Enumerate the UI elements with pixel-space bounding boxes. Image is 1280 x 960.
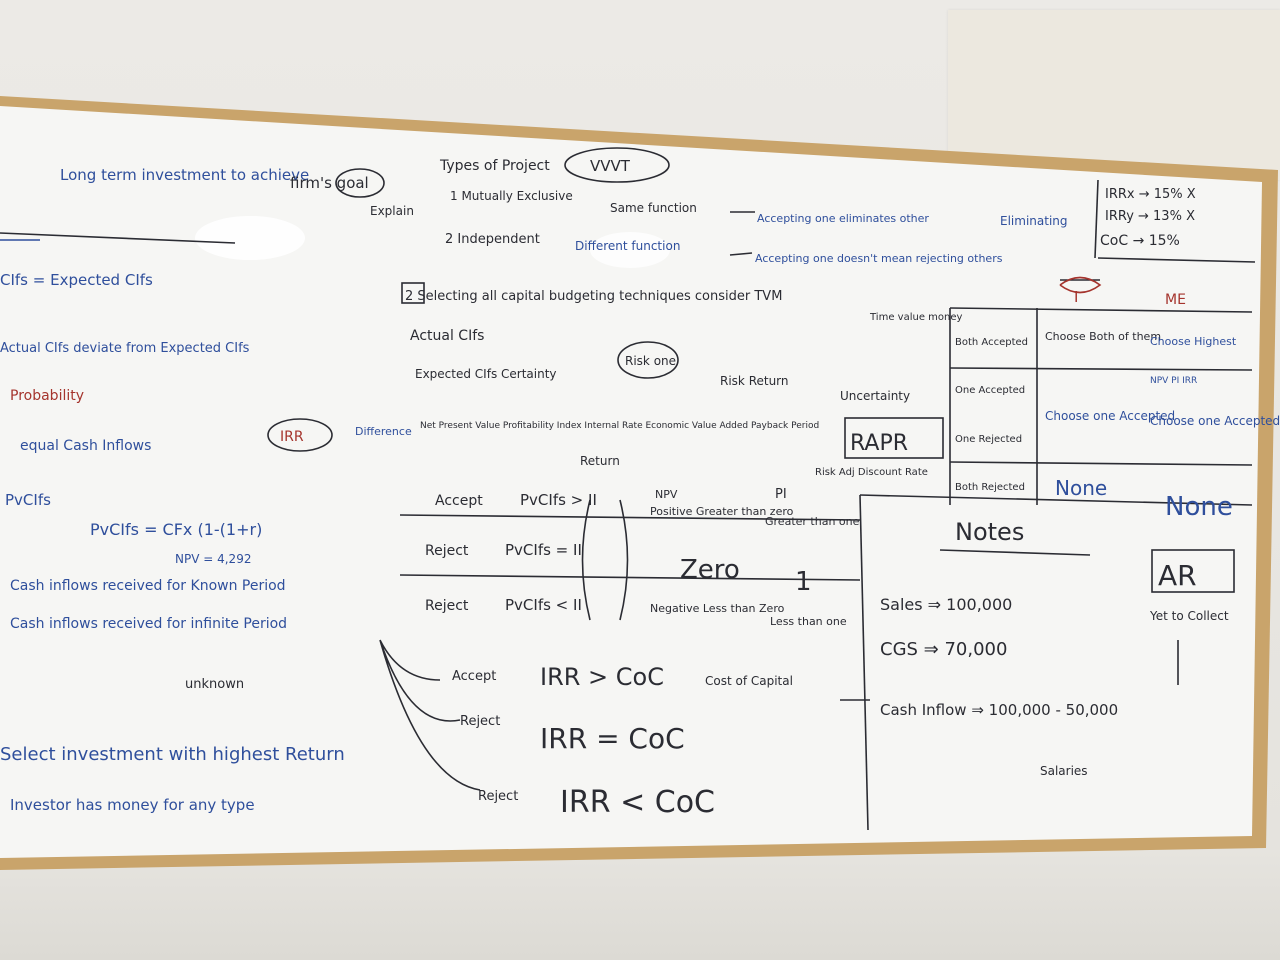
coc-line: CoC → 15% [1100,233,1180,249]
type-2-function: Different function [575,239,680,253]
row-3-label: One Rejected [955,434,1022,445]
left-unknown: unknown [185,677,244,692]
type-2-rule: Accepting one doesn't mean rejecting oth… [755,252,1003,265]
rule-2: PvCIfs = II [505,541,582,559]
wwwt-label: VVVT [590,157,631,175]
rule-1-result: Positive Greater than zero [650,505,794,518]
left-line-9: Cash inflows received for Known Period [10,578,286,594]
type-1-rule: Accepting one eliminates other [757,212,929,225]
pi-head: PI [775,487,787,502]
irr-rule-3-label: Reject [478,789,518,804]
rapr-label: RAPR [850,431,908,456]
salary-label: Salaries [1040,764,1088,778]
ar-label: AR [1158,559,1197,592]
rapr-sub: Risk Adj Discount Rate [815,467,928,478]
col-me-label: ME [1165,292,1186,308]
left-line-6: PvCIfs [5,491,51,509]
left-line-2: CIfs = Expected CIfs [0,271,153,289]
row-4-me: None [1165,492,1233,522]
techniques-list: Net Present Value Profitability Index In… [420,421,819,431]
rule-1: PvCIfs > II [520,491,597,509]
note-cash: Cash Inflow ⇒ 100,000 - 50,000 [880,701,1118,719]
left-line-1b: firm's goal [290,174,369,192]
left-line-10: Cash inflows received for infinite Perio… [10,616,287,632]
note-cgs: CGS ⇒ 70,000 [880,639,1007,660]
npv-pi-irr: NPV PI IRR [1150,376,1197,386]
irr-rule-2: IRR = CoC [540,722,685,755]
return-label: Return [580,454,620,468]
left-line-8: NPV = 4,292 [175,552,251,566]
irr-box-label: IRR [280,429,304,445]
selecting-line: 2 Selecting all capital budgeting techni… [405,289,782,304]
irr-rule-1-label: Accept [452,669,496,684]
row-4-label: Both Rejected [955,482,1025,493]
ar-sub: Yet to Collect [1149,609,1229,623]
type-1: 1 Mutually Exclusive [450,189,573,203]
pi-2: 1 [795,567,812,597]
uncertainty-label: Uncertainty [840,389,910,403]
rule-2-label: Reject [425,543,469,559]
rule-2-result: Zero [680,555,740,585]
wall-paper-sheet [948,10,1280,180]
row-1-i: Choose Both of them [1045,330,1161,343]
row-2-me: Choose one Accepted [1150,414,1280,428]
left-line-3: Actual CIfs deviate from Expected CIfs [0,341,250,356]
type-2: 2 Independent [445,232,540,247]
rule-1-label: Accept [435,493,483,509]
certainty-label: Expected CIfs Certainty [415,367,557,381]
rule-3-result: Negative Less than Zero [650,602,785,615]
rule-3-label: Reject [425,598,469,614]
irr-rule-2-label: Reject [460,714,500,729]
col-i-label: I [1074,288,1078,306]
explain-label: Explain [370,204,414,218]
left-line-5: equal Cash Inflows [20,438,151,454]
left-line-12: Investor has money for any type [10,796,255,814]
difference-label: Difference [355,425,412,438]
left-line-7: PvCIfs = CFx (1-(1+r) [90,520,262,539]
row-1-me: Choose Highest [1150,335,1237,348]
actual-cifs: Actual CIfs [410,328,484,344]
row-1-label: Both Accepted [955,337,1028,348]
risk-one: Risk one [625,354,676,368]
left-line-1: Long term investment to achieve [60,166,309,184]
rule-3: PvCIfs < II [505,596,582,614]
irr-x-line: IRRx → 15% X [1105,187,1196,202]
type-1-function: Same function [610,201,697,215]
left-line-4: Probability [10,388,84,404]
npv-head: NPV [655,488,678,501]
left-line-11: Select investment with highest Return [0,744,345,765]
whiteboard-surface [0,106,1262,858]
pi-1: Greater than one [765,515,860,528]
notes-title: Notes [955,518,1024,546]
eliminating-label: Eliminating [1000,214,1068,228]
irr-rule-1: IRR > CoC [540,663,664,691]
tvm-label: Time value money [869,312,962,323]
wall-lower-area [0,850,1280,960]
pi-3: Less than one [770,615,847,628]
note-sales: Sales ⇒ 100,000 [880,595,1012,614]
row-4-i: None [1055,476,1107,500]
risk-return: Risk Return [720,374,789,388]
types-title: Types of Project [439,158,550,174]
irr-y-line: IRRy → 13% X [1105,209,1195,224]
cost-of-capital: Cost of Capital [705,674,793,688]
row-2-i: Choose one Accepted [1045,409,1175,423]
irr-rule-3: IRR < CoC [560,785,715,820]
row-2-label: One Accepted [955,385,1025,396]
